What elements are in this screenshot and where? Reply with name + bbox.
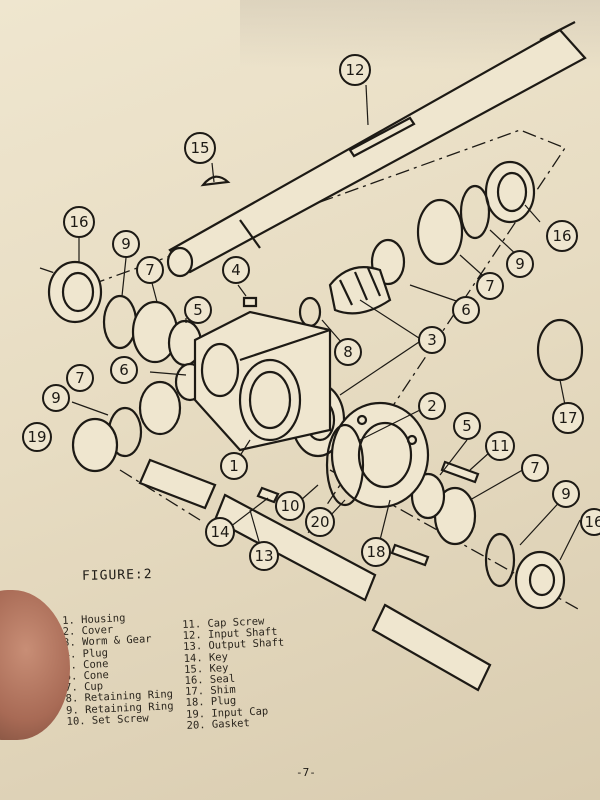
svg-text:16: 16: [584, 513, 600, 531]
cover-drawing: [330, 401, 430, 509]
ring-8: [298, 296, 322, 328]
gasket-drawing: [325, 423, 365, 507]
callout-2: 2: [418, 392, 446, 420]
svg-text:7: 7: [485, 277, 495, 295]
callout-13: 13: [249, 541, 279, 571]
svg-text:6: 6: [461, 301, 471, 319]
callout-5-right: 5: [453, 412, 481, 440]
callout-9-upper-left: 9: [112, 230, 140, 258]
svg-text:7: 7: [145, 261, 155, 279]
callout-8: 8: [334, 338, 362, 366]
ring-9-right: [459, 184, 491, 240]
cup-7-upper-right: [416, 198, 464, 266]
callout-12: 12: [339, 54, 371, 86]
callout-10: 10: [275, 491, 305, 521]
svg-text:4: 4: [231, 261, 241, 279]
svg-text:5: 5: [462, 417, 472, 435]
svg-text:15: 15: [190, 139, 209, 157]
svg-text:9: 9: [121, 235, 131, 253]
svg-text:9: 9: [515, 255, 525, 273]
callout-16-bottom-right: 16: [580, 508, 600, 536]
page-number: -7-: [296, 766, 316, 779]
key-15-drawing: [200, 175, 231, 187]
callout-6-right: 6: [452, 296, 480, 324]
svg-text:19: 19: [27, 428, 46, 446]
callout-16-right: 16: [546, 220, 578, 252]
callout-7-lower-right: 7: [521, 454, 549, 482]
callout-1: 1: [220, 452, 248, 480]
svg-text:2: 2: [427, 397, 437, 415]
worm-drawing: [328, 266, 392, 315]
cap-screw-lower: [390, 543, 430, 567]
svg-text:8: 8: [343, 343, 353, 361]
seal-bottom-right-drawing: [514, 550, 566, 610]
key-14-drawing: [256, 486, 280, 504]
ring-9-left: [102, 294, 138, 350]
svg-text:16: 16: [552, 227, 571, 245]
figure-caption: FIGURE:2: [81, 567, 153, 584]
svg-text:12: 12: [345, 61, 364, 79]
svg-text:1: 1: [229, 457, 239, 475]
output-shaft-drawing: [138, 458, 492, 692]
callout-5-left: 5: [184, 296, 212, 324]
callout-9-right: 9: [506, 250, 534, 278]
svg-text:11: 11: [490, 437, 509, 455]
parts-legend-right: 11. Cap Screw 12. Input Shaft 13. Output…: [182, 615, 288, 732]
svg-text:9: 9: [51, 389, 61, 407]
seal-left-drawing: [47, 260, 103, 324]
shim-drawing: [536, 318, 584, 382]
seal-right-drawing: [484, 160, 536, 224]
callout-16-left: 16: [63, 206, 95, 238]
svg-text:6: 6: [119, 361, 129, 379]
svg-text:3: 3: [427, 331, 437, 349]
callout-9-lower-left: 9: [42, 384, 70, 412]
callout-17: 17: [552, 402, 584, 434]
parts-legend-left: 1. Housing 2. Cover 3. Worm & Gear 4. Pl…: [62, 611, 174, 728]
svg-text:14: 14: [210, 523, 229, 541]
svg-text:20: 20: [310, 513, 329, 531]
callout-15: 15: [184, 132, 216, 164]
cap-screw-upper: [440, 460, 480, 484]
svg-text:9: 9: [561, 485, 571, 503]
callout-4: 4: [222, 256, 250, 284]
callout-3: 3: [418, 326, 446, 354]
callout-7-right: 7: [476, 272, 504, 300]
svg-text:5: 5: [193, 301, 203, 319]
callout-9-lower-right: 9: [552, 480, 580, 508]
callout-14: 14: [205, 517, 235, 547]
plug-4: [242, 296, 258, 308]
callout-7-upper-left: 7: [136, 256, 164, 284]
svg-text:17: 17: [558, 409, 577, 427]
callout-18: 18: [361, 537, 391, 567]
svg-text:16: 16: [69, 213, 88, 231]
housing-drawing: [193, 310, 332, 452]
callout-6-left: 6: [110, 356, 138, 384]
callout-11: 11: [485, 431, 515, 461]
assembly-outline-left: [119, 469, 201, 521]
input-cap-drawing: [71, 417, 119, 473]
svg-text:18: 18: [366, 543, 385, 561]
cup-7-lower-left: [138, 380, 182, 436]
svg-text:13: 13: [254, 547, 273, 565]
svg-text:7: 7: [75, 369, 85, 387]
input-shaft-drawing: [166, 21, 587, 278]
ring-9-lower-right: [484, 532, 516, 588]
svg-text:7: 7: [530, 459, 540, 477]
callout-20: 20: [305, 507, 335, 537]
callout-19: 19: [22, 422, 52, 452]
svg-text:10: 10: [280, 497, 299, 515]
callout-7-lower-left: 7: [66, 364, 94, 392]
